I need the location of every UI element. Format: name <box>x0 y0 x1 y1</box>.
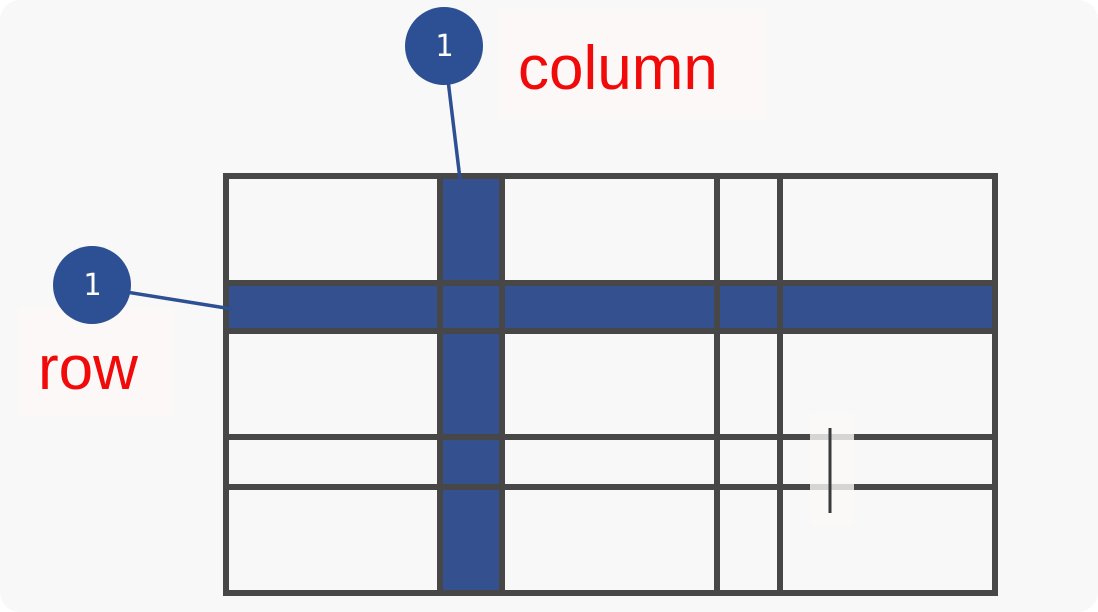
cursor-backdrop <box>810 413 854 525</box>
row-callout-line <box>125 290 233 311</box>
column-label: column <box>518 34 718 103</box>
row-number-badge: 1 <box>53 246 131 324</box>
row-label: row <box>38 334 138 403</box>
column-label-box <box>498 9 766 119</box>
highlighted-row <box>227 283 994 331</box>
column-callout-line <box>446 79 462 180</box>
row-label-box <box>18 307 174 417</box>
highlighted-column <box>440 177 502 593</box>
grid-outer-border <box>223 173 998 596</box>
column-number-badge: 1 <box>405 7 483 85</box>
